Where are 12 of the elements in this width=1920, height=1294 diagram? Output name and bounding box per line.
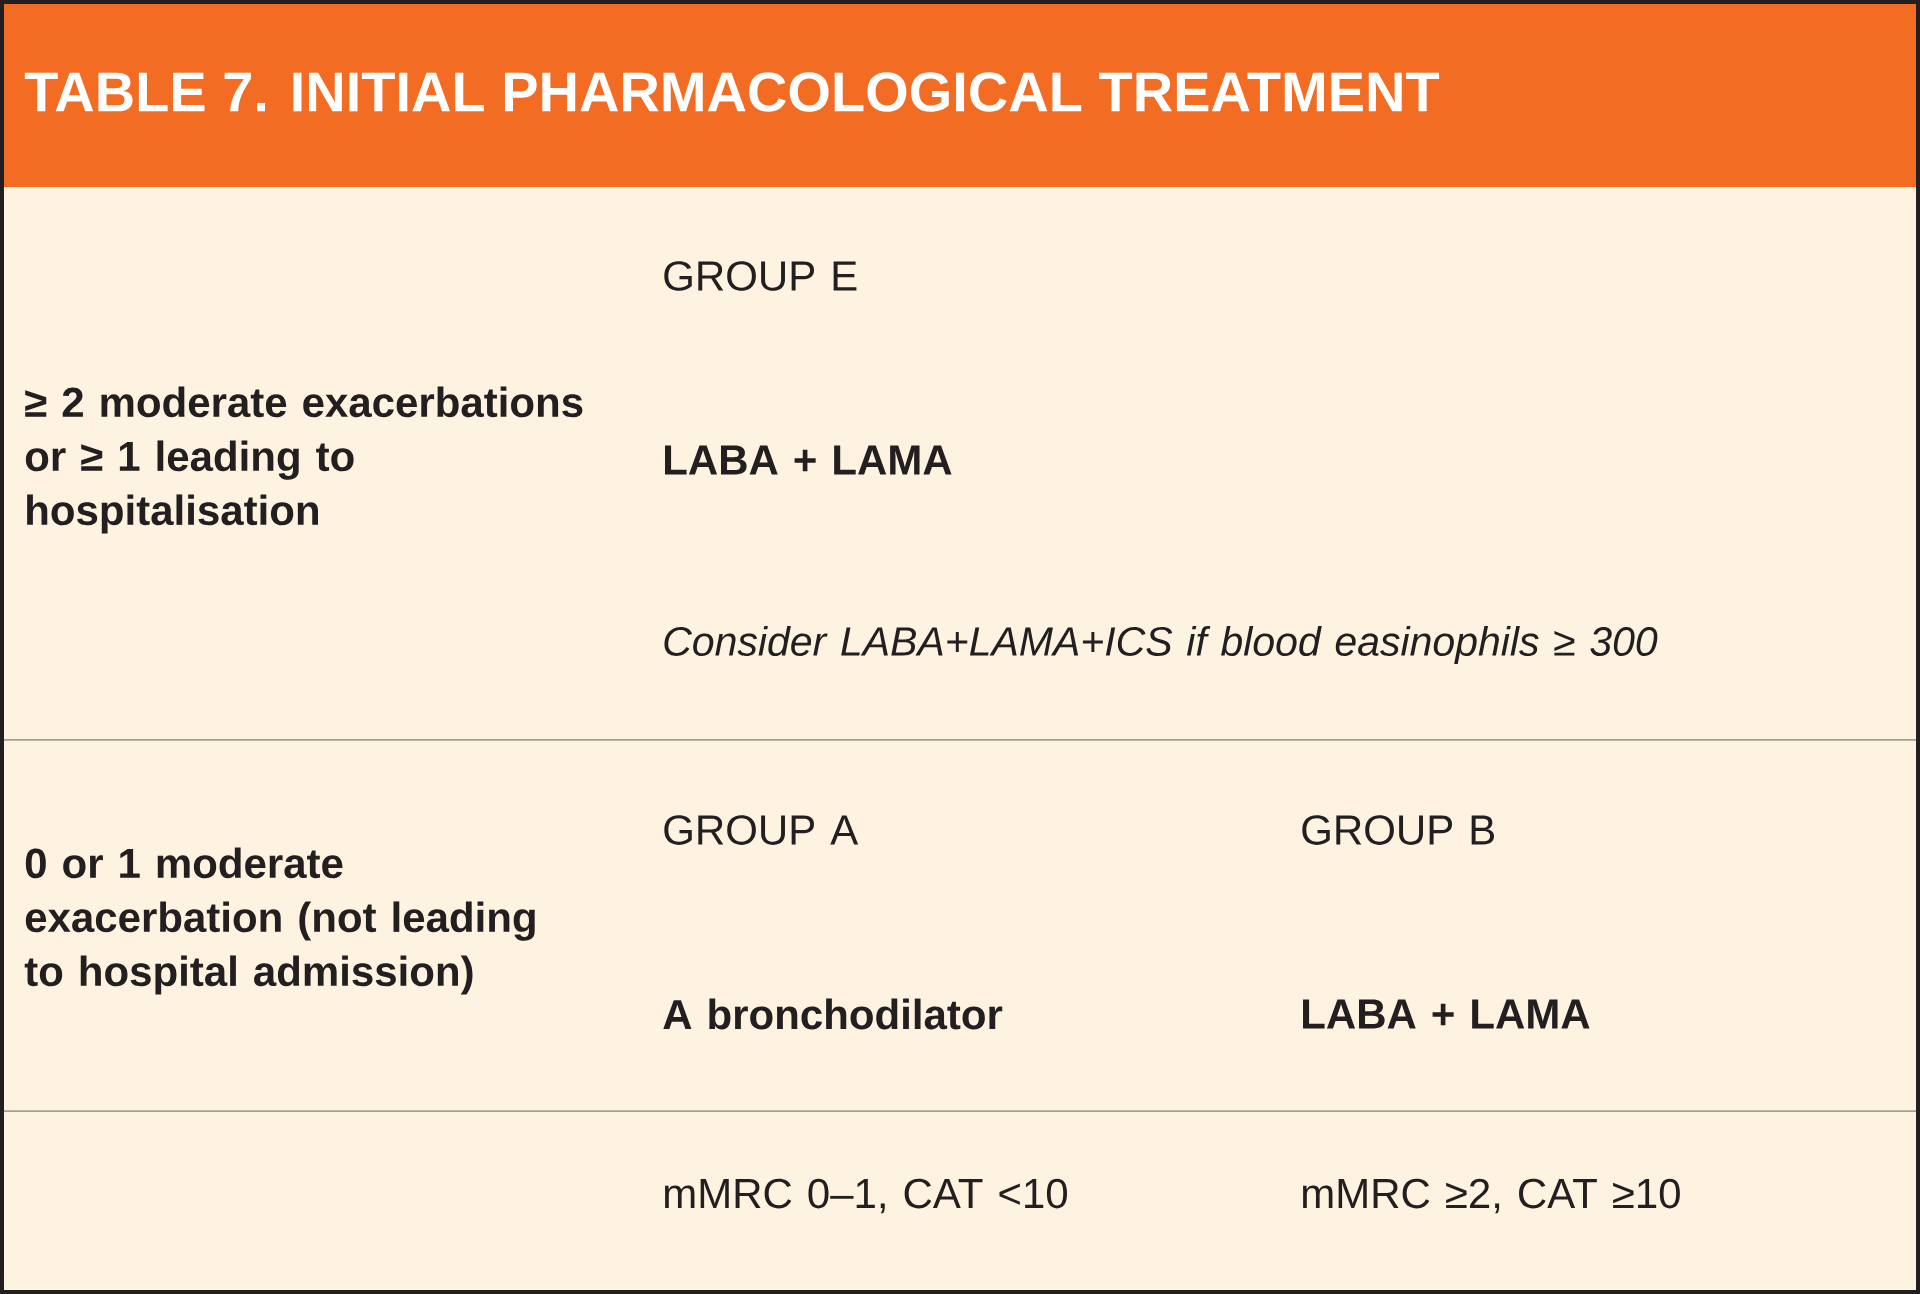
row-heading: 0 or 1 moderate exacerbation (not leading to hospital admission) <box>24 847 535 995</box>
group-label: GROUP B <box>1302 815 1494 845</box>
group-label: GROUP A <box>664 815 859 845</box>
criteria-text: mMRC ≥2, CAT ≥10 <box>1303 1178 1680 1214</box>
treatment-text: LABA + LAMA <box>1303 999 1590 1029</box>
table-header: TABLE 7. INITIAL PHARMACOLOGICAL TREATMENT <box>0 0 1920 187</box>
treatment-text: A bronchodilator <box>663 998 1003 1030</box>
note-text: Consider LABA+LAMA+ICS if blood easinophils ≥ 300 <box>664 625 1658 665</box>
criteria-text: mMRC 0–1, CAT <10 <box>665 1178 1067 1214</box>
group-label: GROUP E <box>664 261 857 291</box>
row-heading: ≥ 2 moderate exacerbations or ≥ 1 leading to hospitalisation <box>25 386 583 534</box>
treatment-text: LABA + LAMA <box>665 445 952 475</box>
